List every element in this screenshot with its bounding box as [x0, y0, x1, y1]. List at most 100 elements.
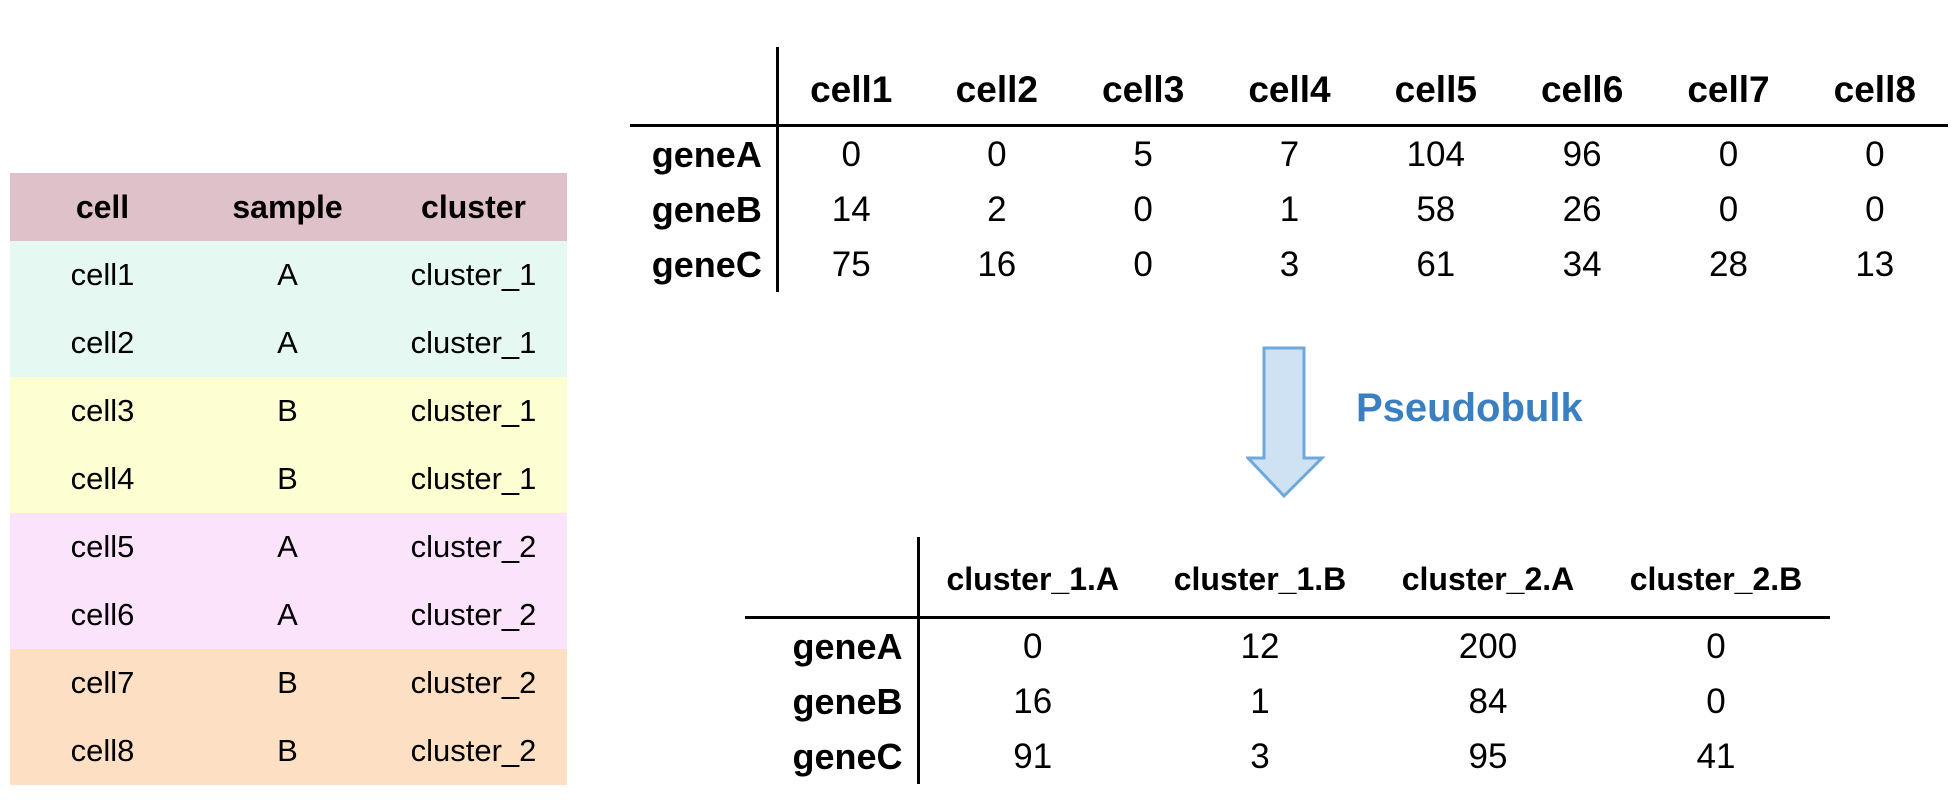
counts-value: 1 [1279, 189, 1300, 229]
metadata-sample-value: A [277, 529, 298, 564]
metadata-cell-value: cell8 [70, 733, 135, 768]
metadata-header-cluster: cluster [421, 188, 526, 225]
counts-gene-label: geneC [630, 237, 779, 292]
pseudobulk-label: Pseudobulk [1356, 386, 1583, 430]
counts-value: 0 [1865, 189, 1885, 229]
down-arrow-shape [1246, 346, 1326, 499]
counts-column-header: cell5 [1362, 47, 1509, 127]
metadata-sample-value: B [277, 461, 298, 496]
counts-value: 0 [1133, 244, 1153, 284]
metadata-cluster-value: cluster_2 [410, 665, 537, 700]
metadata-cluster-value: cluster_1 [410, 325, 537, 360]
pseudobulk-value: 41 [1696, 736, 1736, 776]
metadata-cluster-value: cluster_2 [410, 529, 537, 564]
counts-column-header: cell3 [1069, 47, 1217, 127]
pseudobulk-value: 95 [1468, 736, 1508, 776]
pseudobulk-row: geneB 16 1 84 0 [745, 674, 1830, 729]
metadata-cluster-value: cluster_1 [410, 461, 537, 496]
pseudobulk-value: 3 [1250, 736, 1270, 776]
pseudobulk-column-header: cluster_1.A [918, 537, 1146, 619]
pseudobulk-column-header: cluster_2.B [1602, 537, 1830, 619]
counts-value: 3 [1279, 244, 1300, 284]
counts-value: 0 [987, 134, 1007, 174]
counts-value: 7 [1279, 134, 1300, 174]
pseudobulk-corner [745, 537, 920, 619]
metadata-cluster-value: cluster_2 [410, 597, 537, 632]
pseudobulk-value: 84 [1468, 681, 1508, 721]
metadata-cluster-value: cluster_2 [410, 733, 537, 768]
pseudobulk-gene-label: geneC [745, 729, 920, 784]
counts-column-header: cell8 [1801, 47, 1948, 127]
pseudobulk-column-header: cluster_2.A [1374, 537, 1602, 619]
pseudobulk-column-header: cluster_1.B [1146, 537, 1374, 619]
counts-corner [630, 47, 779, 127]
metadata-sample-value: A [277, 597, 298, 632]
counts-value: 0 [1133, 189, 1153, 229]
counts-value: 16 [977, 244, 1017, 284]
counts-value: 0 [841, 134, 861, 174]
pseudobulk-value: 1 [1250, 681, 1270, 721]
metadata-cell-value: cell2 [70, 325, 135, 360]
counts-value: 75 [831, 244, 871, 284]
metadata-sample-value: B [277, 393, 298, 428]
pseudobulk-gene-label: geneA [745, 617, 920, 674]
counts-value: 13 [1855, 244, 1895, 284]
metadata-sample-value: B [277, 665, 298, 700]
metadata-cluster-value: cluster_1 [410, 257, 537, 292]
metadata-sample-value: B [277, 733, 298, 768]
counts-value: 2 [987, 189, 1007, 229]
metadata-cluster-value: cluster_1 [410, 393, 537, 428]
metadata-cell-value: cell7 [70, 665, 135, 700]
pseudobulk-value: 91 [1013, 736, 1053, 776]
counts-value: 58 [1416, 189, 1456, 229]
metadata-cell-value: cell1 [70, 257, 135, 292]
metadata-header-sample: sample [232, 188, 343, 225]
pseudobulk-row: geneA 0 12 200 0 [745, 617, 1830, 674]
metadata-header-row: cell sample cluster [10, 173, 567, 241]
pseudobulk-value: 16 [1013, 681, 1053, 721]
counts-value: 34 [1562, 244, 1602, 284]
pseudobulk-value: 0 [1706, 681, 1726, 721]
pseudobulk-value: 0 [1706, 626, 1726, 666]
counts-gene-label: geneA [630, 125, 779, 182]
counts-value: 61 [1416, 244, 1456, 284]
counts-column-header: cell2 [923, 47, 1070, 127]
counts-value: 26 [1562, 189, 1602, 229]
metadata-cell-value: cell5 [70, 529, 135, 564]
counts-value: 0 [1718, 189, 1739, 229]
metadata-sample-value: A [277, 257, 298, 292]
metadata-cell-value: cell6 [70, 597, 135, 632]
metadata-sample-value: A [277, 325, 298, 360]
pseudobulk-gene-label: geneB [745, 674, 920, 729]
down-arrow-icon [1246, 346, 1326, 499]
pseudobulk-value: 200 [1458, 626, 1518, 666]
counts-value: 0 [1718, 134, 1739, 174]
counts-column-header: cell6 [1508, 47, 1656, 127]
counts-value: 104 [1406, 134, 1465, 174]
metadata-cell-value: cell3 [70, 393, 135, 428]
pseudobulk-row: geneC 91 3 95 41 [745, 729, 1830, 784]
counts-gene-label: geneB [630, 182, 779, 237]
metadata-header-cell: cell [75, 188, 130, 225]
counts-value: 5 [1133, 134, 1153, 174]
counts-value: 0 [1865, 134, 1885, 174]
counts-column-header: cell7 [1655, 47, 1802, 127]
pseudobulk-value: 0 [1023, 626, 1043, 666]
pseudobulk-value: 12 [1240, 626, 1280, 666]
